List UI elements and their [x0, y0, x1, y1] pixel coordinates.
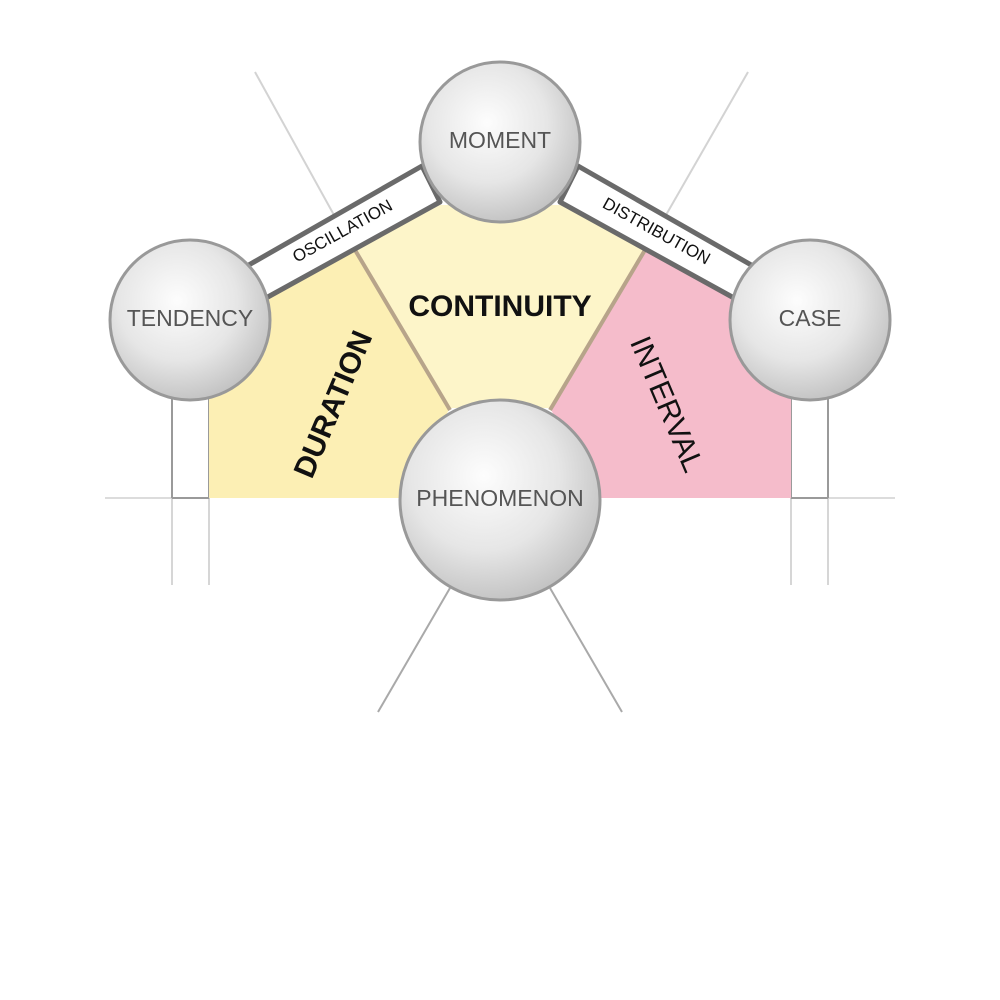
guide-line-bottom-right — [549, 587, 623, 713]
guide-line-top-right — [661, 71, 749, 223]
continuity-label: CONTINUITY — [408, 290, 591, 323]
node-tendency: TENDENCY — [108, 238, 272, 402]
divider-right — [548, 248, 647, 412]
divider-left — [353, 248, 452, 412]
node-moment: MOMENT — [418, 60, 582, 224]
continuity-region — [355, 205, 645, 408]
guide-line-top-left — [254, 71, 346, 236]
moment-label: MOMENT — [449, 127, 551, 153]
tendency-label: TENDENCY — [127, 305, 254, 331]
node-case: CASE — [728, 238, 892, 402]
guide-line-bottom-left — [377, 587, 451, 713]
phenomenon-label: PHENOMENON — [416, 485, 583, 511]
case-label: CASE — [779, 305, 842, 331]
node-phenomenon: PHENOMENON — [398, 398, 602, 602]
